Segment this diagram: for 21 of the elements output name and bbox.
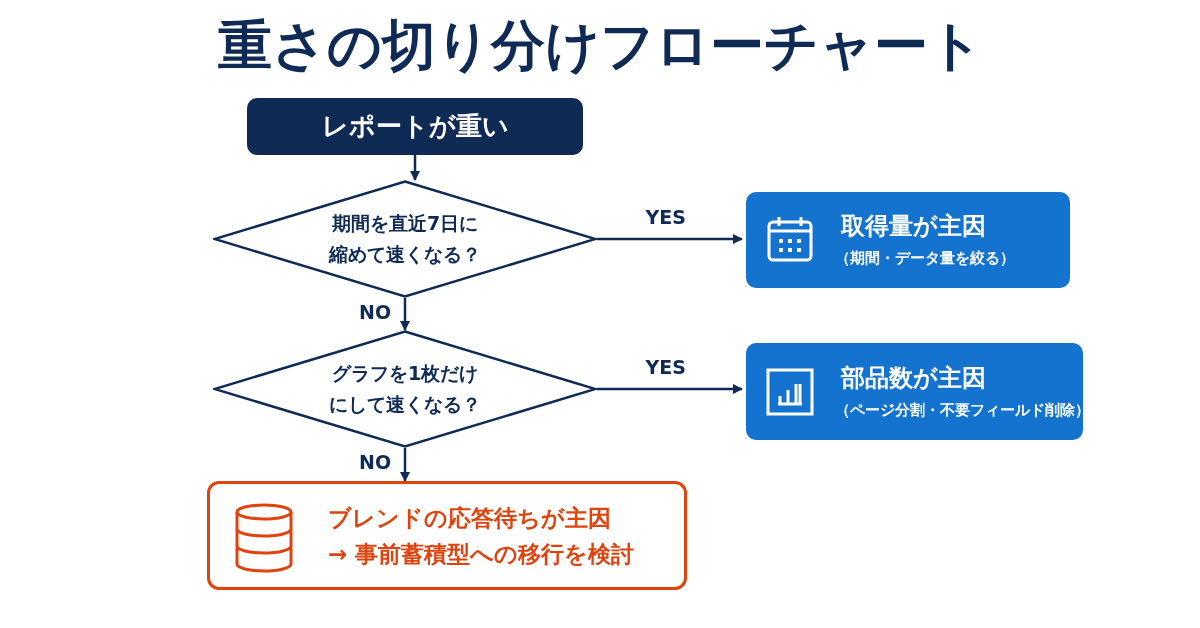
- title: 重さの切り分けフローチャート: [216, 13, 984, 79]
- node-text: グラフを1枚だけにして速くなる？: [328, 361, 482, 417]
- node-text: 取得量が主因: [841, 211, 987, 242]
- decision-diamond: [213, 330, 597, 448]
- node-text: （ページ分割・不要フィールド削除）: [835, 399, 1079, 421]
- arrow: [410, 155, 420, 181]
- node-text: 部品数が主因: [841, 362, 987, 394]
- node-text: 期間を直近7日に縮めて速くなる？: [327, 211, 482, 267]
- arrow: [400, 298, 410, 331]
- arrow: [597, 384, 743, 394]
- start-box: [247, 98, 583, 155]
- conclusion-box: [207, 481, 687, 590]
- decision-diamond: [213, 180, 597, 298]
- arrow: [597, 234, 743, 244]
- node-text: （期間・データ量を絞る）: [835, 248, 1016, 269]
- node-text: ブレンドの応答待ちが主因: [328, 503, 612, 533]
- arrow: [400, 448, 410, 482]
- node-text: レポートが重い: [321, 110, 509, 143]
- result-box: [746, 343, 1083, 440]
- result-box: [746, 192, 1070, 288]
- node-text: → 事前蓄積型への移行を検討: [328, 539, 636, 569]
